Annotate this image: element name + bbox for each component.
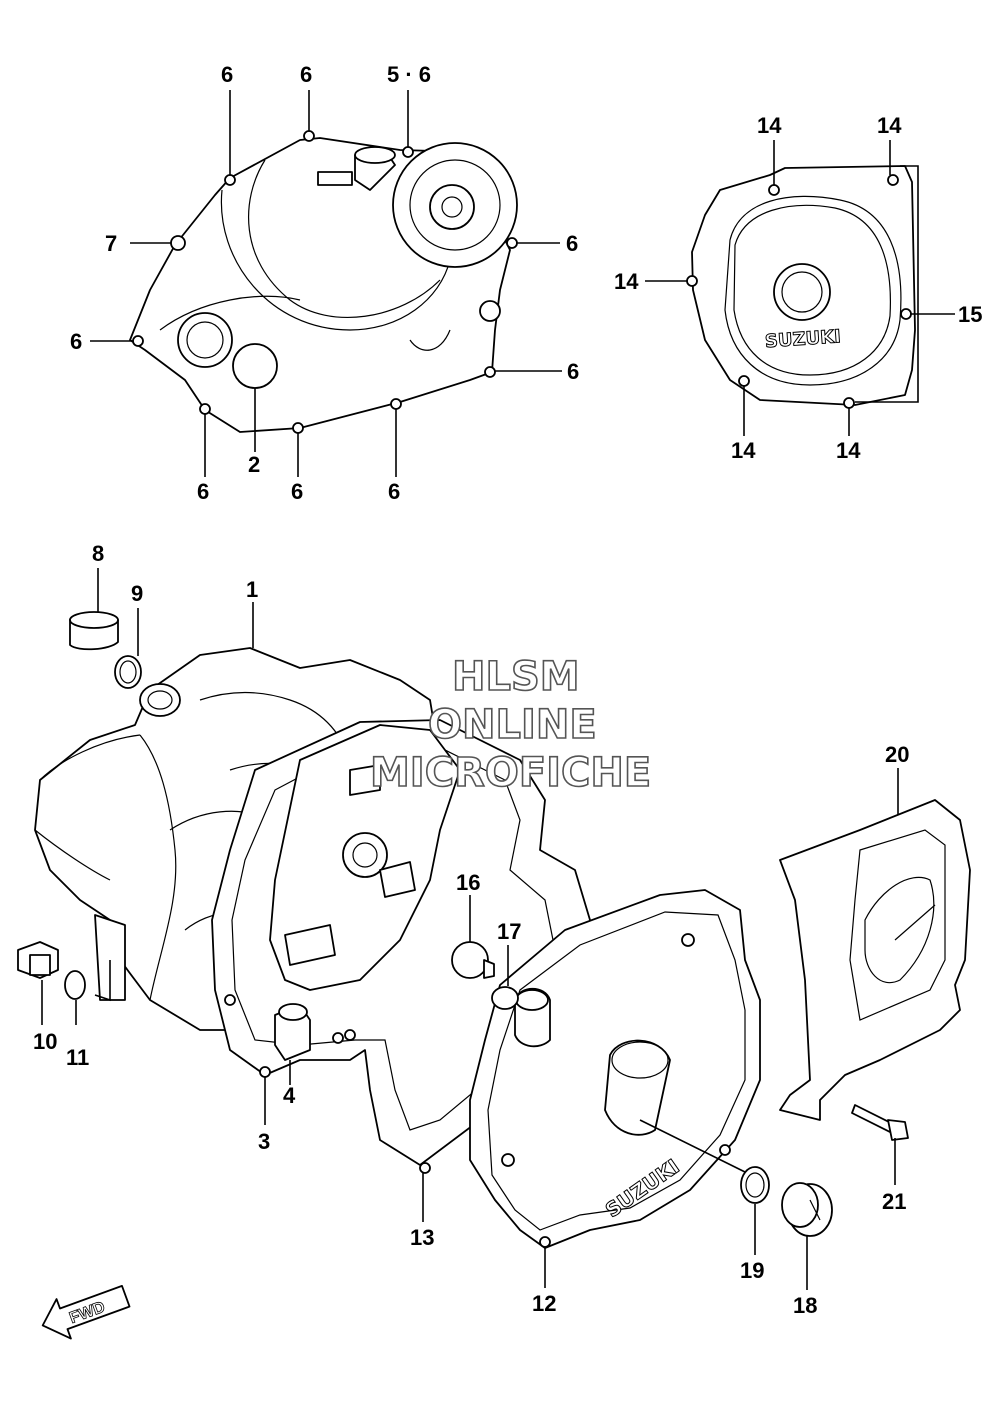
watermark-line3: MICROFICHE (370, 750, 651, 796)
crankcase-internal-structure (269, 724, 461, 1061)
callout-5-6: 5 · 6 (387, 62, 431, 87)
callout-8: 8 (92, 541, 104, 566)
callout-6: 6 (300, 62, 312, 87)
sprocket-cover (779, 799, 971, 1121)
leader-lines (41, 90, 955, 1290)
callout-14: 14 (757, 113, 782, 138)
fwd-arrow: FWD (41, 1284, 131, 1340)
callout-6: 6 (197, 479, 209, 504)
clutch-cover-outer: SUZUKI (469, 889, 761, 1249)
watermark-line1: HLSM (452, 654, 580, 700)
callout-6: 6 (291, 479, 303, 504)
generator-cover-gasket: SUZUKI (686, 165, 916, 409)
callout-9: 9 (131, 581, 143, 606)
callout-20: 20 (885, 742, 909, 767)
callout-11: 11 (66, 1045, 89, 1070)
callout-6: 6 (388, 479, 400, 504)
callout-14: 14 (614, 269, 639, 294)
callout-6: 6 (221, 62, 233, 87)
callout-6: 6 (566, 231, 578, 256)
callout-6: 6 (70, 329, 82, 354)
callout-14: 14 (836, 438, 861, 463)
callout-14: 14 (877, 113, 902, 138)
plug-16 (451, 941, 495, 979)
gasket-11 (64, 970, 86, 1000)
callout-13: 13 (410, 1225, 434, 1250)
callout-15: 15 (958, 302, 982, 327)
o-ring-19 (740, 1166, 770, 1204)
callouts: 6 6 5 · 6 7 6 6 6 2 6 6 6 14 14 14 15 14… (33, 62, 982, 1318)
bolt-21 (851, 1104, 909, 1141)
callout-6: 6 (567, 359, 579, 384)
watermark-line2: ONLINE (428, 702, 597, 748)
watermark: HLSM ONLINE MICROFICHE (369, 653, 652, 797)
o-ring-9 (114, 655, 142, 689)
callout-7: 7 (105, 231, 117, 256)
plug-18 (781, 1182, 833, 1237)
callout-16: 16 (456, 870, 480, 895)
callout-1: 1 (246, 577, 258, 602)
callout-18: 18 (793, 1293, 817, 1318)
callout-4: 4 (283, 1083, 296, 1108)
callout-21: 21 (882, 1189, 906, 1214)
callout-2: 2 (248, 452, 260, 477)
callout-17: 17 (497, 919, 521, 944)
oil-filler-cap (69, 611, 119, 651)
callout-19: 19 (740, 1258, 764, 1283)
o-ring-17 (491, 986, 519, 1010)
generator-cover-logo: SUZUKI (764, 326, 841, 352)
callout-12: 12 (532, 1291, 556, 1316)
drain-plug (17, 941, 59, 979)
callout-14: 14 (731, 438, 756, 463)
callout-3: 3 (258, 1129, 270, 1154)
callout-10: 10 (33, 1029, 57, 1054)
clutch-cover-gasket-top (129, 130, 518, 434)
